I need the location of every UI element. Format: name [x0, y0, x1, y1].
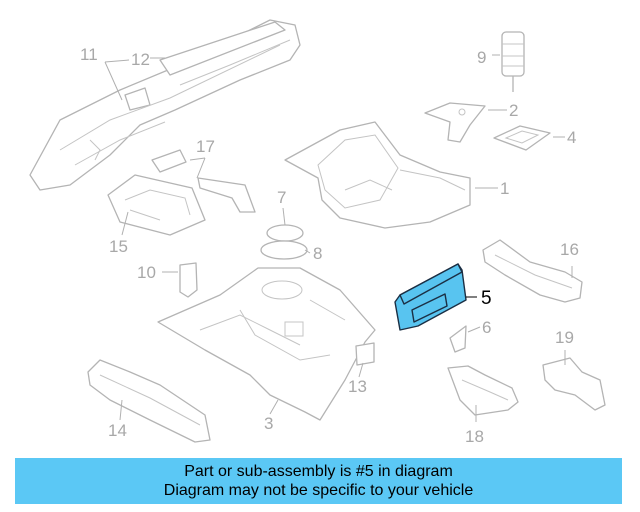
part-16-rear-rail	[482, 239, 583, 303]
callout-6: 6	[482, 318, 491, 337]
callout-13: 13	[348, 377, 367, 396]
part-9-spring-strut	[501, 31, 525, 92]
callout-1: 1	[500, 179, 509, 198]
part-3-floor-pan	[157, 267, 376, 421]
callout-10: 10	[137, 263, 156, 282]
callout-5: 5	[481, 288, 492, 309]
part-10-bracket	[179, 262, 198, 298]
callout-15: 15	[109, 237, 128, 256]
callout-7: 7	[277, 188, 286, 207]
part-17-bracket	[151, 149, 256, 213]
callout-11: 11	[80, 45, 98, 64]
part-19-bracket	[542, 357, 606, 411]
part-5-highlighted-panel[interactable]	[394, 263, 467, 331]
callout-16: 16	[560, 240, 579, 259]
banner-line-part-number: Part or sub-assembly is #5 in diagram	[184, 463, 453, 480]
callout-8: 8	[313, 244, 322, 263]
callout-14: 14	[108, 421, 127, 440]
part-1-spare-wheel-well	[284, 121, 471, 229]
part-13-plate	[355, 342, 375, 366]
part-7-8-seal	[260, 224, 308, 260]
part-4-plate	[493, 125, 551, 151]
callout-labels: 11 12 9 2 4 1 17 15 7 8 10 16 5 6 19 13 …	[80, 45, 579, 446]
callout-4: 4	[567, 128, 576, 147]
banner-line-disclaimer: Diagram may not be specific to your vehi…	[163, 482, 474, 499]
part-14-rail	[87, 359, 211, 443]
part-15-crossmember	[107, 174, 206, 236]
part-2-bracket	[424, 102, 486, 143]
callout-12: 12	[131, 50, 150, 69]
callout-2: 2	[509, 101, 518, 120]
callout-18: 18	[465, 427, 484, 446]
callout-19: 19	[555, 328, 574, 347]
callout-3: 3	[264, 414, 273, 433]
part-18-cover	[447, 365, 519, 416]
leader-lines	[104, 54, 573, 422]
parts-diagram: 11 12 9 2 4 1 17 15 7 8 10 16 5 6 19 13 …	[29, 19, 606, 446]
callout-9: 9	[477, 48, 486, 67]
part-6-bracket	[449, 325, 467, 353]
part-11-12-frame-rail	[29, 19, 301, 191]
info-banner: Part or sub-assembly is #5 in diagram Di…	[15, 458, 622, 504]
callout-17: 17	[196, 137, 215, 156]
